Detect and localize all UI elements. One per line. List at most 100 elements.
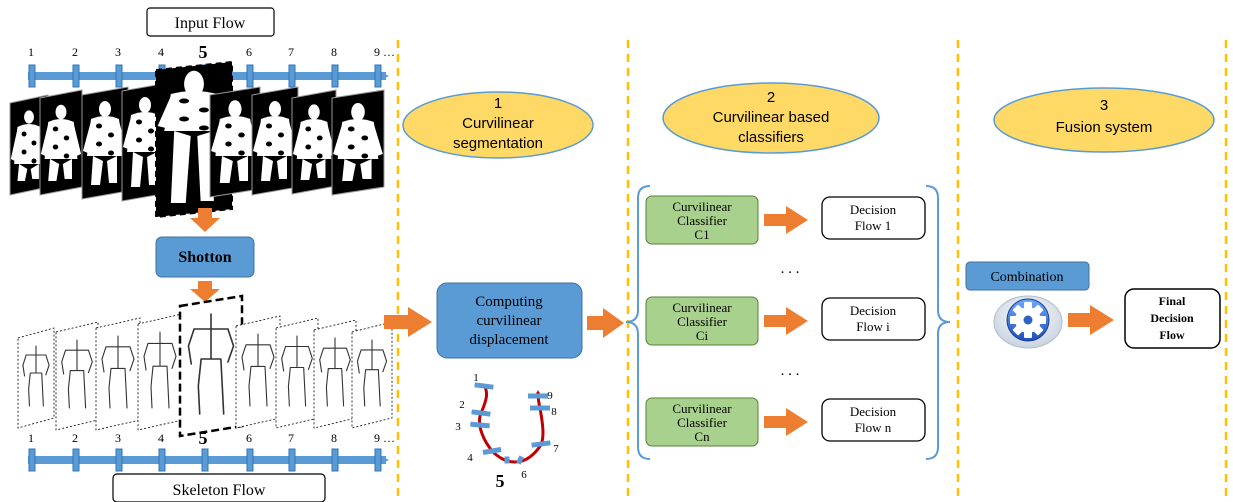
input-flow-label: Input Flow [175,15,246,32]
stage-2-number: 2 [767,89,775,106]
skeleton-frame [137,313,183,431]
stage-1-ellipse: 1 Curvilinear segmentation [402,91,594,159]
silhouette-frame [39,89,83,196]
stage-1-line1: Curvilinear [462,115,534,132]
input-tick [28,64,36,88]
combination-box: Combination [965,261,1090,291]
decision-label: Decision [850,303,897,318]
input-frame-number: 1 [28,45,34,59]
input-frame-number: 3 [115,45,121,59]
computing-line3: displacement [469,332,549,348]
skeleton-frame [235,315,281,429]
computing-line2: curvilinear [477,313,542,329]
skeleton-frame-number: 3 [115,431,121,445]
curve-point-label: 4 [467,452,473,464]
skeleton-frame [17,327,55,429]
skeleton-flow-label: Skeleton Flow [173,482,266,499]
skeleton-tick [28,448,36,472]
decision-label: Decision [850,202,897,217]
stage-2-line2: classifiers [738,129,804,146]
skeleton-frame [55,321,99,431]
right-brace [925,185,951,460]
skeleton-tick [115,448,123,472]
input-frame-number: 6 [246,45,252,59]
curve-point-label: 5 [496,471,505,491]
classifier-label: Cn [694,429,710,444]
arrow-to-shotton [190,208,220,232]
arrow-to-computing [384,307,432,337]
input-tick [115,64,123,88]
silhouette-frame [251,86,299,196]
classifier-box [645,296,759,346]
input-frame-number: 2 [72,45,78,59]
input-tick [374,64,382,88]
final-decision-box: Final Decision Flow [1124,288,1221,349]
curve-point-marker [531,440,551,448]
final-line3: Flow [1159,328,1185,342]
decision-label: Flow i [856,319,890,334]
skeleton-frame-number: 7 [288,431,294,445]
final-line2: Decision [1150,311,1194,325]
input-frame-number: 8 [331,45,337,59]
skeleton-tick [201,448,209,472]
decision-label: Flow n [855,420,892,435]
stage-1-number: 1 [494,95,502,112]
input-tick [331,64,339,88]
curve-point-label: 6 [521,469,527,481]
decision-box [821,196,926,240]
classifier-label: Ci [696,328,709,343]
classifier-box [645,397,759,447]
skeleton-flow-title: Skeleton Flow [112,473,326,502]
decision-label: Flow 1 [855,218,891,233]
silhouette-frame [81,86,129,200]
input-tick [72,64,80,88]
ellipsis-2: . . . [781,363,800,379]
skeleton-frame-number: 9 … [374,431,395,445]
arrow-to-classifiers [587,308,624,338]
silhouette-frame [331,89,385,196]
classifier-label: Classifier [677,314,727,329]
skeleton-frame [178,294,244,438]
input-flow-title: Input Flow [146,7,275,37]
shotton-label: Shotton [178,249,231,266]
curve-point-label: 3 [455,421,461,433]
skeleton-tick [158,448,166,472]
input-tick [246,64,254,88]
input-frame-number: 4 [158,45,164,59]
computing-box: Computing curvilinear displacement [436,282,583,359]
computing-line1: Computing [475,294,543,310]
curve-point-marker [516,455,524,465]
shotton-box: Shotton [155,236,255,278]
silhouette-frame [9,94,49,196]
curve-point-marker [482,447,502,455]
skeleton-tick [331,448,339,472]
left-brace [625,185,651,460]
curve-point-label: 7 [553,443,559,455]
skeleton-tick [246,448,254,472]
skeleton-frame [351,321,393,429]
stage-separators [396,40,1228,500]
combination-label: Combination [990,270,1063,285]
skeleton-tick [288,448,296,472]
classifier-box [645,195,759,245]
skeleton-frame-number: 8 [331,431,337,445]
silhouette-frame [291,89,337,195]
silhouette-frames [9,60,385,219]
final-line1: Final [1159,294,1186,308]
curve-point-label: 9 [547,390,553,402]
ellipsis-1: . . . [781,261,800,277]
skeleton-frame-number: 5 [199,428,208,448]
skeleton-tick [374,448,382,472]
skeleton-frame-number: 6 [246,431,252,445]
input-frame-number: 7 [288,45,294,59]
classifier-label: Classifier [677,213,727,228]
stage-2-ellipse: 2 Curvilinear based classifiers [662,82,880,154]
classifier-label: Classifier [677,415,727,430]
skeleton-frame [313,319,357,429]
input-frame-number: 5 [199,42,208,62]
curve-point-label: 8 [551,406,557,418]
